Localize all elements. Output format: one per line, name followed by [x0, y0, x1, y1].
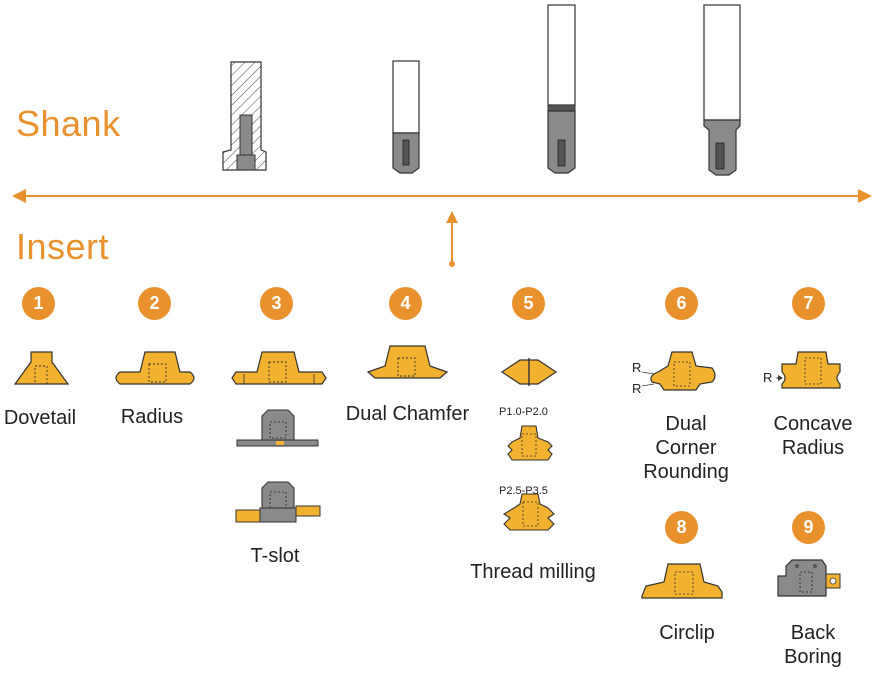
insert-circlip	[641, 563, 723, 599]
horizontal-double-arrow	[12, 189, 872, 203]
badge-5: 5	[512, 287, 545, 320]
shank-4	[703, 4, 741, 176]
tslot-gray-small	[236, 409, 319, 447]
insert-radius	[115, 351, 195, 385]
shank-1	[222, 61, 267, 171]
caption-circlip: Circlip	[659, 622, 715, 644]
caption-back-boring-line1: Back	[790, 622, 836, 644]
insert-dovetail	[13, 351, 70, 385]
caption-dual-corner-rounding-line1: Dual	[665, 413, 707, 435]
badge-2: 2	[138, 287, 171, 320]
shank-arrows-svg	[12, 4, 872, 267]
shank-label: Shank	[16, 103, 121, 144]
caption-dual-corner-rounding-line3: Rounding	[643, 461, 729, 483]
caption-back-boring: Back Boring	[763, 621, 863, 669]
insert-thread-p1	[507, 425, 553, 461]
caption-dovetail: Dovetail	[3, 407, 77, 429]
badge-3: 3	[260, 287, 293, 320]
caption-concave-radius: Concave Radius	[763, 412, 863, 460]
caption-thread-milling: Thread milling	[470, 561, 596, 583]
shank-3	[547, 4, 576, 174]
shank-2	[392, 60, 420, 174]
r-marker-2: R	[632, 381, 642, 396]
vertical-arrow	[446, 211, 458, 267]
r-marker-3: R	[763, 370, 773, 385]
caption-concave-radius-line1: Concave	[773, 413, 853, 435]
badge-7: 7	[792, 287, 825, 320]
caption-dual-corner-rounding: Dual Corner Rounding	[636, 412, 736, 484]
insert-back-boring	[777, 559, 841, 597]
insert-tslot	[231, 351, 327, 385]
caption-radius: Radius	[120, 406, 184, 428]
badge-6: 6	[665, 287, 698, 320]
insert-thread-p2	[502, 493, 555, 531]
badge-8: 8	[665, 511, 698, 544]
insert-dual-corner-rounding	[641, 351, 716, 391]
badge-9: 9	[792, 511, 825, 544]
thread-range-1: P1.0-P2.0	[499, 406, 548, 418]
caption-dual-corner-rounding-line2: Corner	[655, 437, 717, 459]
insert-shapes-svg	[13, 345, 841, 599]
r-marker-1: R	[632, 360, 642, 375]
insert-concave-radius	[776, 351, 841, 389]
caption-dual-chamfer: Dual Chamfer	[345, 403, 470, 425]
thread-range-2: P2.5-P3.5	[499, 485, 548, 497]
badge-4: 4	[389, 287, 422, 320]
caption-back-boring-line2: Boring	[784, 646, 842, 668]
insert-label: Insert	[16, 226, 110, 267]
insert-thread-small	[500, 358, 558, 386]
tslot-gray-large	[235, 481, 321, 523]
caption-tslot: T-slot	[250, 545, 300, 567]
insert-dual-chamfer	[366, 345, 449, 379]
caption-concave-radius-line2: Radius	[781, 437, 845, 459]
badge-1: 1	[22, 287, 55, 320]
